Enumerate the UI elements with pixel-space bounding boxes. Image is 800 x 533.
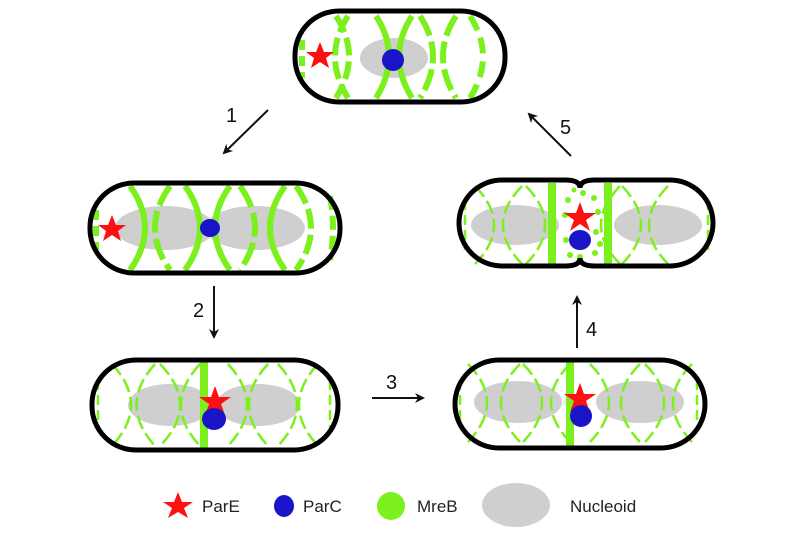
step-label-1: 1 [226, 105, 237, 127]
cell-wall [292, 8, 508, 105]
parc-dot [200, 219, 220, 237]
cell-replicating [87, 180, 343, 276]
cell-constricting [456, 177, 716, 269]
mreb-helix [96, 363, 332, 447]
legend-label-pare: ParE [202, 497, 240, 516]
pare-star [306, 42, 334, 68]
legend-label-parc: ParC [303, 497, 342, 516]
parc-dot [570, 405, 592, 427]
parc-dot [569, 230, 591, 250]
legend-nucleoid-ellipse-icon [482, 483, 550, 527]
parc-dot [202, 408, 226, 430]
legend-label-mreb: MreB [417, 497, 458, 516]
mreb-ring-left [548, 183, 556, 267]
pare-star [98, 215, 126, 241]
mreb-helix [458, 363, 699, 443]
pare-star [199, 386, 231, 415]
mreb-ring [200, 362, 208, 448]
mreb-ring [566, 362, 574, 448]
legend-mreb-circle-icon [377, 492, 405, 520]
cell-wall [89, 357, 341, 453]
legend-pare-star-icon [163, 492, 193, 518]
step-label-5: 5 [560, 117, 571, 139]
mreb-helix [463, 185, 710, 265]
mreb-ring-right [604, 183, 612, 267]
legend-label-nucleoid: Nucleoid [570, 497, 636, 516]
cell-wall [87, 180, 343, 276]
arrows [209, 109, 582, 403]
legend: ParE ParC MreB Nucleoid [163, 483, 636, 527]
step-label-2: 2 [193, 300, 204, 322]
nucleoid-left [128, 384, 212, 426]
nucleoid-left [471, 205, 559, 245]
pare-star [564, 383, 596, 412]
step-label-4: 4 [586, 319, 597, 341]
pare-star [564, 202, 596, 231]
legend-parc-circle-icon [274, 495, 294, 517]
step-label-3: 3 [386, 372, 397, 394]
cell-segregated [452, 357, 708, 451]
arrow-step-1 [222, 109, 269, 155]
nucleoid-right [216, 384, 300, 426]
parc-dot [382, 49, 404, 71]
cell-wall [452, 357, 708, 451]
nucleoid-right [614, 205, 702, 245]
cell-newborn [292, 8, 508, 105]
cell-wall [456, 177, 716, 269]
cell-mreb-ring [89, 357, 341, 453]
arrow-step-5 [527, 112, 572, 157]
nucleoid-left [115, 206, 215, 250]
